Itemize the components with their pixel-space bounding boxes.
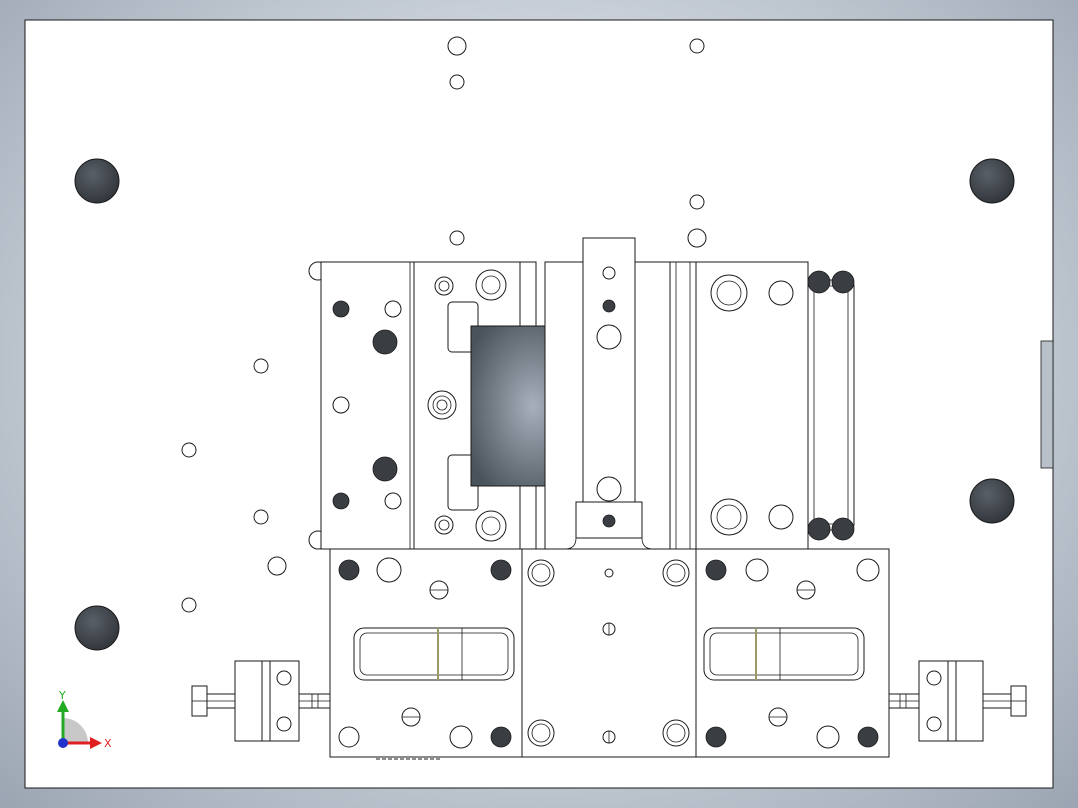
lower-center-block[interactable] <box>521 548 697 758</box>
small-hole <box>689 194 705 210</box>
right-adjuster[interactable] <box>888 660 1027 742</box>
small-hole <box>181 597 197 613</box>
mounting-hole <box>969 158 1015 204</box>
side-clamp[interactable] <box>807 279 855 531</box>
small-hole <box>181 442 197 458</box>
upper-die-assembly[interactable] <box>320 237 855 550</box>
left-adjuster[interactable] <box>191 660 331 742</box>
right-block[interactable] <box>695 261 809 550</box>
reference-triad: Y X <box>57 689 112 750</box>
small-hole <box>267 556 287 576</box>
bolt-hole <box>384 300 402 318</box>
window-slot <box>703 627 865 681</box>
z-axis-icon <box>58 738 68 748</box>
mounting-hole <box>969 478 1015 524</box>
bolt-hole <box>332 492 350 510</box>
bolt-hole <box>332 300 350 318</box>
window-slot <box>353 627 515 681</box>
small-hole <box>689 38 705 54</box>
bolt-hole <box>332 396 350 414</box>
triad-y-label: Y <box>58 689 66 702</box>
guide-rail <box>669 261 697 550</box>
small-hole <box>447 36 467 56</box>
dowel-hole <box>372 329 398 355</box>
small-hole <box>253 358 269 374</box>
mounting-hole <box>74 158 120 204</box>
mounting-hole <box>74 605 120 651</box>
lower-die-assembly[interactable] <box>329 548 890 760</box>
dowel-hole <box>372 456 398 482</box>
mounting-holes <box>74 158 1015 651</box>
bolt-hole <box>384 492 402 510</box>
triad-arc <box>63 718 88 743</box>
small-hole <box>687 228 707 248</box>
small-hole <box>253 509 269 525</box>
small-hole <box>449 230 465 246</box>
punch-bar[interactable] <box>582 237 636 504</box>
side-notch <box>1040 340 1054 469</box>
triad-x-label: X <box>104 737 112 750</box>
small-hole <box>449 74 465 90</box>
